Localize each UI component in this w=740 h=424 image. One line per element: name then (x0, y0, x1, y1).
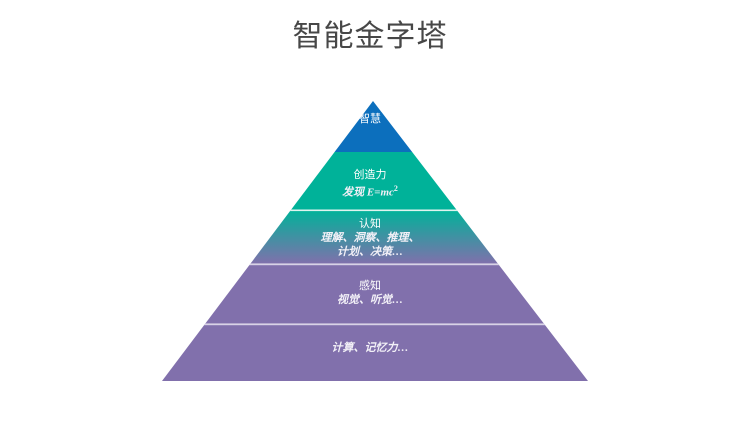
pyramid-tier-2-shape[interactable] (150, 152, 600, 210)
page-title: 智能金字塔 (292, 20, 448, 53)
pyramid-tier-1-shape[interactable] (150, 95, 600, 152)
pyramid-divider-3-4 (162, 263, 588, 266)
pyramid-tier-5-shape[interactable] (150, 324, 600, 384)
pyramid-divider-4-5 (162, 323, 588, 326)
pyramid-tier-4-shape[interactable] (150, 264, 600, 324)
pyramid-divider-2-3 (162, 209, 588, 212)
pyramid-tier-3-shape[interactable] (150, 210, 600, 264)
